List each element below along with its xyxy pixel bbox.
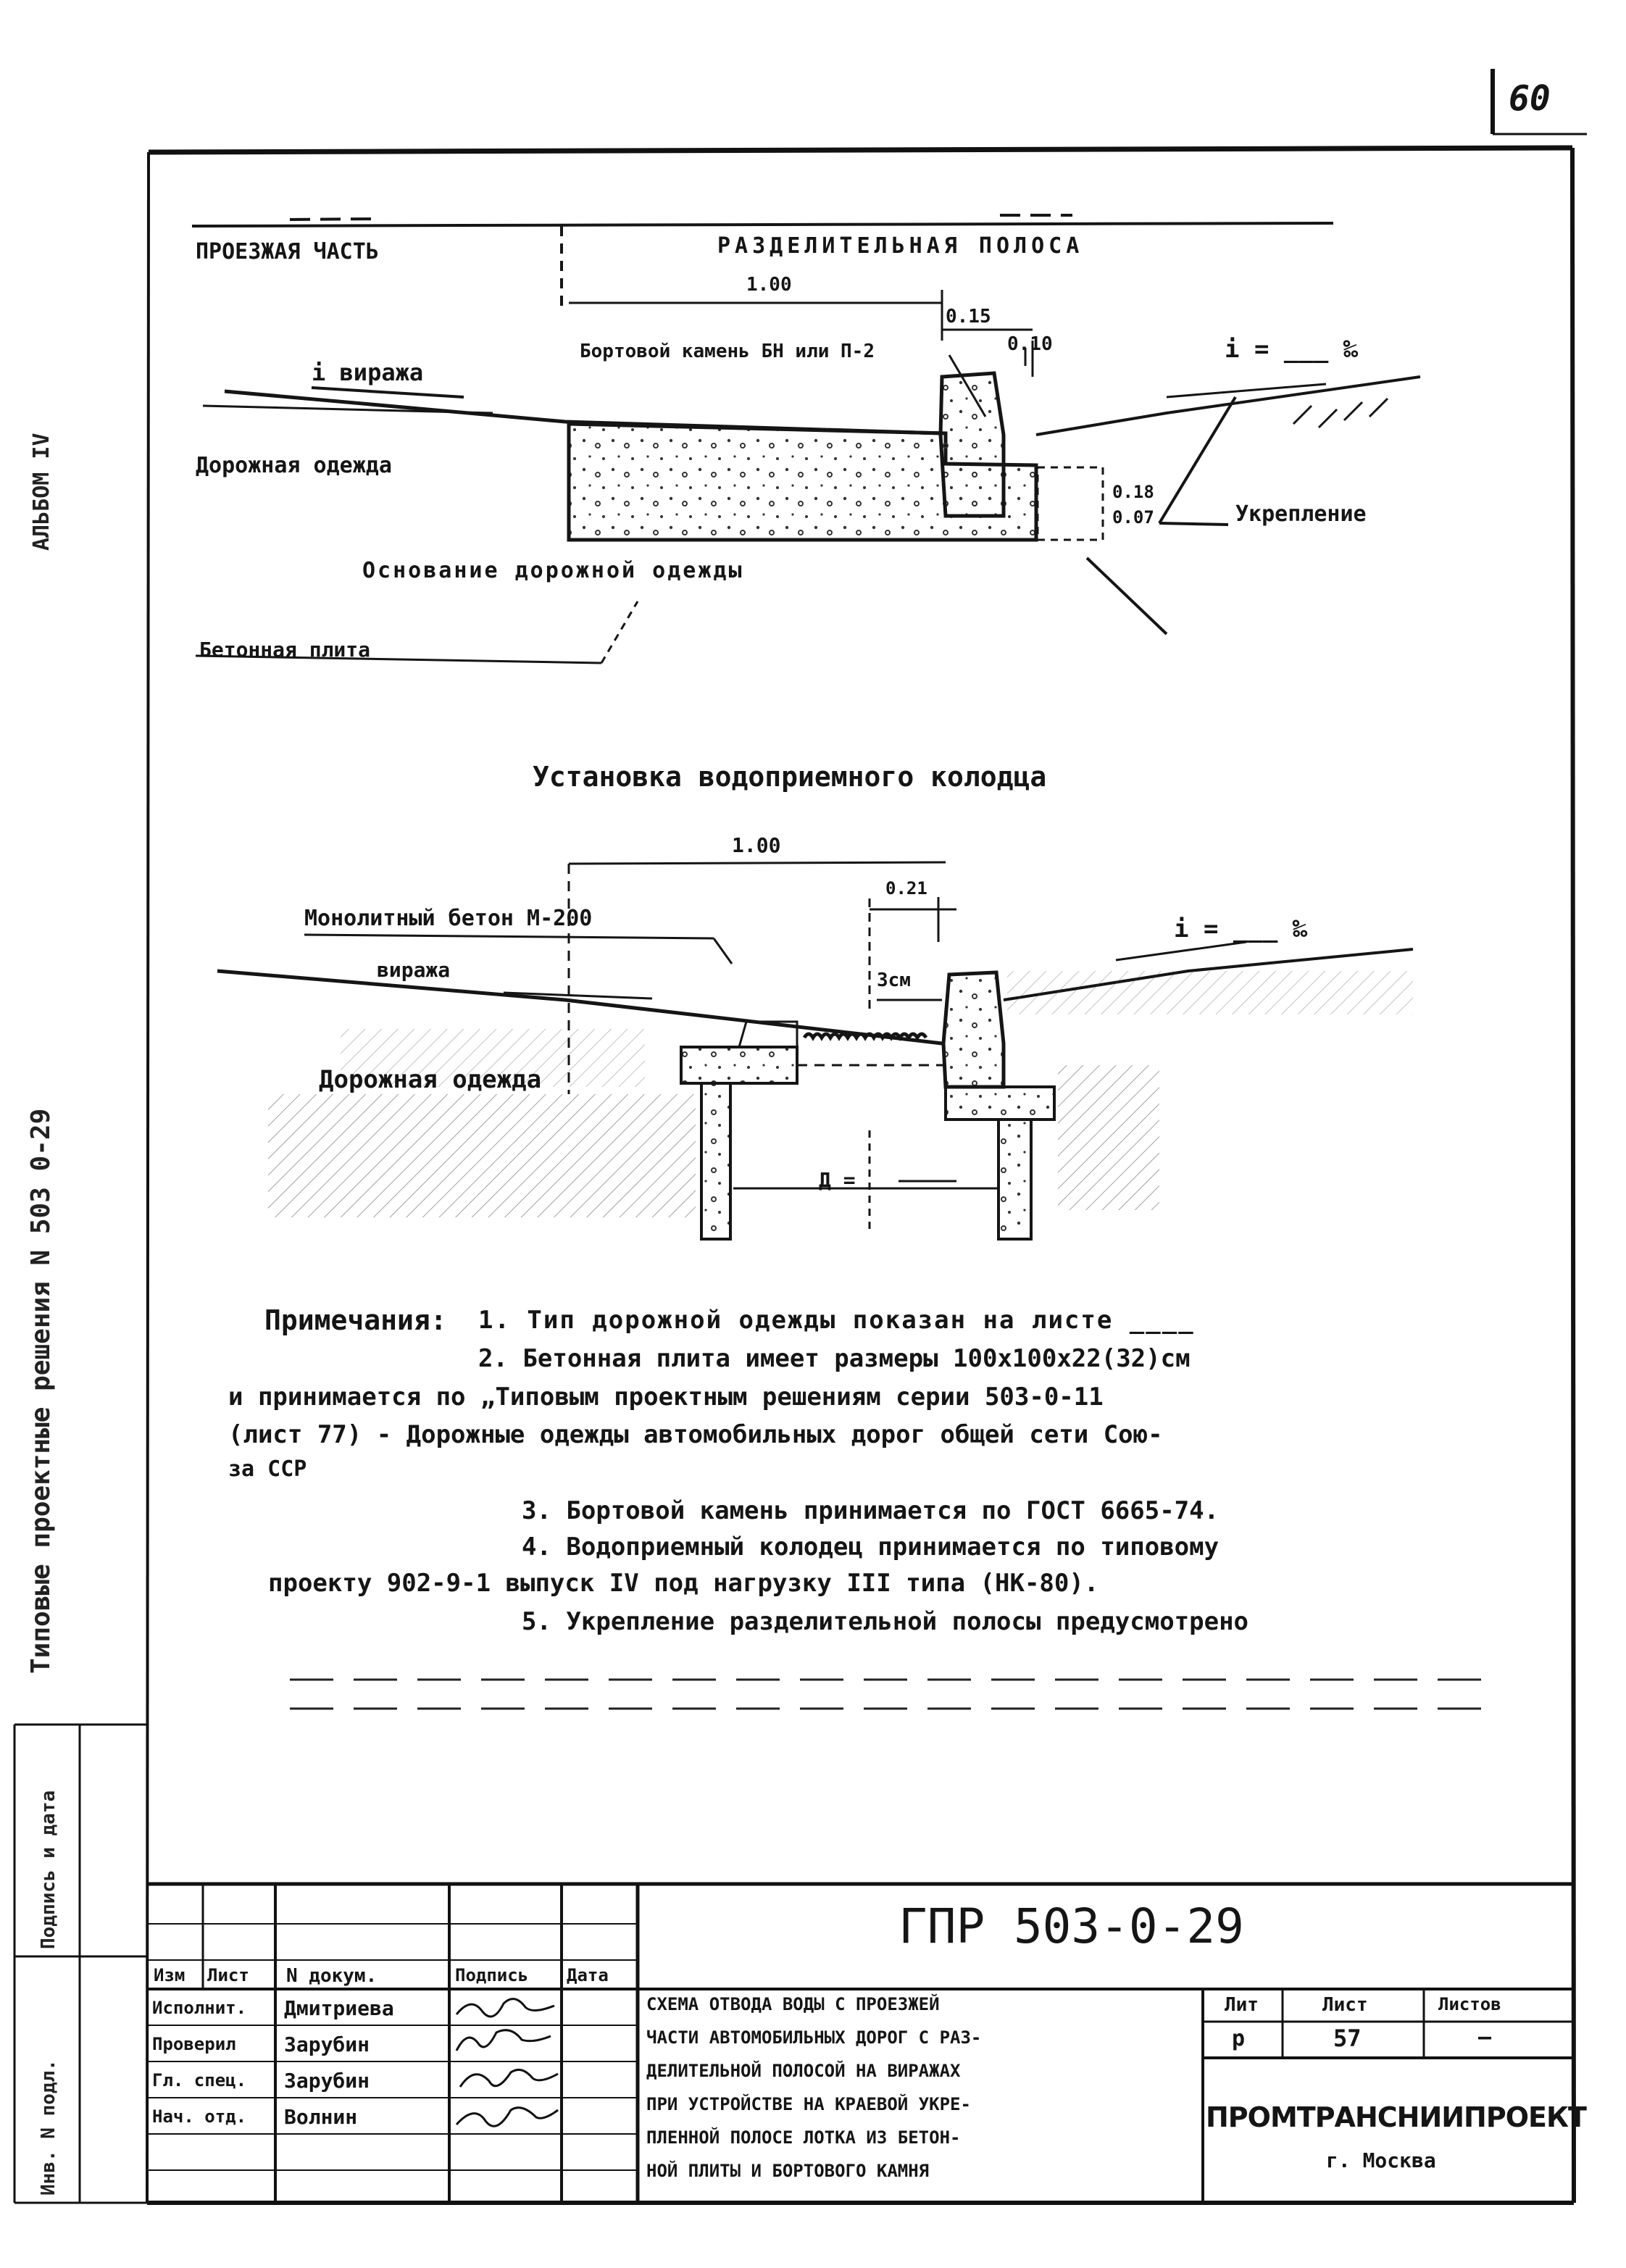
drawing1-lines bbox=[191, 214, 1421, 664]
row-name: Дмитриева bbox=[284, 1996, 394, 2020]
notes-line-4: (лист 77) - Дорожные одежды автомобильны… bbox=[228, 1420, 1163, 1449]
lit-header: Лит bbox=[1225, 1994, 1259, 2016]
description-line: ЧАСТИ АВТОМОБИЛЬНЫХ ДОРОГ С РАЗ- bbox=[646, 2027, 982, 2048]
row-role: Проверил bbox=[152, 2034, 236, 2054]
concrete-label: Монолитный бетон М-200 bbox=[304, 906, 593, 931]
dim-small-2: 0.21 bbox=[885, 878, 927, 899]
superelevation-label: i виража bbox=[312, 359, 424, 386]
document-code: ГПР 503-0-29 bbox=[899, 1898, 1244, 1954]
description-line: НОЙ ПЛИТЫ И БОРТОВОГО КАМНЯ bbox=[646, 2161, 930, 2181]
dim-curb-1: 0.15 bbox=[946, 306, 991, 328]
header-ndoc: N докум. bbox=[286, 1965, 378, 1987]
notes-line-8: проекту 902-9-1 выпуск IV под нагрузку I… bbox=[268, 1569, 1099, 1598]
notes-line-2: 2. Бетонная плита имеет размеры 100х100х… bbox=[478, 1344, 1191, 1373]
title-block-grid bbox=[149, 1882, 1574, 2203]
roadway-label: ПРОЕЗЖАЯ ЧАСТЬ bbox=[196, 239, 379, 264]
notes-line-3: и принимается по „Типовым проектным реше… bbox=[228, 1383, 1104, 1412]
notes-line-7: 4. Водоприемный колодец принимается по т… bbox=[522, 1533, 1220, 1562]
row-role: Нач. отд. bbox=[152, 2106, 247, 2127]
page-number: 60 bbox=[1509, 78, 1551, 119]
slope-label-2: i = ___ ‰ bbox=[1174, 914, 1308, 943]
notes-line-6: 3. Бортовой камень принимается по ГОСТ 6… bbox=[522, 1496, 1220, 1525]
lit-value: р bbox=[1232, 2026, 1246, 2051]
row-name: Волнин bbox=[284, 2105, 358, 2129]
pavement-label-2: Дорожная одежда bbox=[319, 1065, 542, 1094]
album-label: АЛЬБОМ IV bbox=[29, 433, 54, 551]
drawing2-lines bbox=[217, 861, 1414, 1241]
dim-h1: 0.18 bbox=[1112, 482, 1154, 502]
inv-number-label: Инв. N подл. bbox=[38, 2059, 59, 2196]
dim-h2: 0.07 bbox=[1112, 507, 1154, 528]
sheet-frame bbox=[13, 69, 1587, 2205]
series-label: Типовые проектные решения N 503 0-29 bbox=[26, 1108, 56, 1674]
drawing2-title: Установка водоприемного колодца bbox=[533, 761, 1047, 793]
dim-width-2: 1.00 bbox=[732, 833, 781, 857]
description-line: ПЛЕННОЙ ПОЛОСЕ ЛОТКА ИЗ БЕТОН- bbox=[646, 2127, 961, 2148]
sheets-value: — bbox=[1478, 2025, 1492, 2050]
slope-label-1: i = ___ ‰ bbox=[1225, 335, 1359, 364]
header-list: Лист bbox=[207, 1965, 249, 1985]
dim-width-1: 1.00 bbox=[746, 274, 792, 296]
dim-gap-1: 0.10 bbox=[1007, 333, 1053, 355]
signature-date-label: Подпись и дата bbox=[38, 1790, 59, 1949]
row-role: Гл. спец. bbox=[152, 2070, 247, 2090]
description-line: СХЕМА ОТВОДА ВОДЫ С ПРОЕЗЖЕЙ bbox=[646, 1994, 940, 2014]
row-role: Исполнит. bbox=[152, 1998, 247, 2018]
dim-3cm: 3см bbox=[877, 970, 911, 991]
description-line: ПРИ УСТРОЙСТВЕ НА КРАЕВОЙ УКРЕ- bbox=[646, 2094, 971, 2114]
header-signature: Подпись bbox=[455, 1965, 529, 1985]
base-label: Основание дорожной одежды bbox=[362, 558, 744, 583]
pavement-label-1: Дорожная одежда bbox=[196, 453, 392, 478]
virage-label: виража bbox=[377, 958, 451, 982]
slab-label: Бетонная плита bbox=[199, 638, 371, 662]
row-name: Зарубин bbox=[284, 2033, 370, 2056]
sheet-value: 57 bbox=[1333, 2025, 1362, 2052]
city-name: г. Москва bbox=[1326, 2148, 1436, 2172]
signature-scribbles bbox=[455, 1998, 559, 2127]
sheets-header: Листов bbox=[1438, 1994, 1501, 2014]
header-date: Дата bbox=[567, 1965, 609, 1985]
sheet-header: Лист bbox=[1322, 1994, 1368, 2016]
organization-name: ПРОМТРАНСНИИПРОЕКТ bbox=[1206, 2101, 1587, 2133]
notes-line-5: за ССР bbox=[228, 1456, 307, 1482]
description-line: ДЕЛИТЕЛЬНОЙ ПОЛОСОЙ НА ВИРАЖАХ bbox=[646, 2061, 961, 2081]
notes-dash-lines bbox=[290, 1678, 1493, 1710]
curb-label: Бортовой камень БН или П-2 bbox=[580, 341, 875, 362]
dim-d: Д = bbox=[819, 1168, 856, 1192]
median-label: РАЗДЕЛИТЕЛЬНАЯ ПОЛОСА bbox=[717, 233, 1084, 259]
reinforcement-label: Укрепление bbox=[1235, 501, 1367, 527]
header-izm: Изм bbox=[154, 1965, 185, 1985]
notes-line-1: 1. Тип дорожной одежды показан на листе … bbox=[478, 1306, 1195, 1335]
row-name: Зарубин bbox=[284, 2069, 370, 2093]
notes-line-9: 5. Укрепление разделительной полосы пред… bbox=[522, 1607, 1249, 1636]
notes-heading: Примечания: bbox=[264, 1304, 447, 1336]
